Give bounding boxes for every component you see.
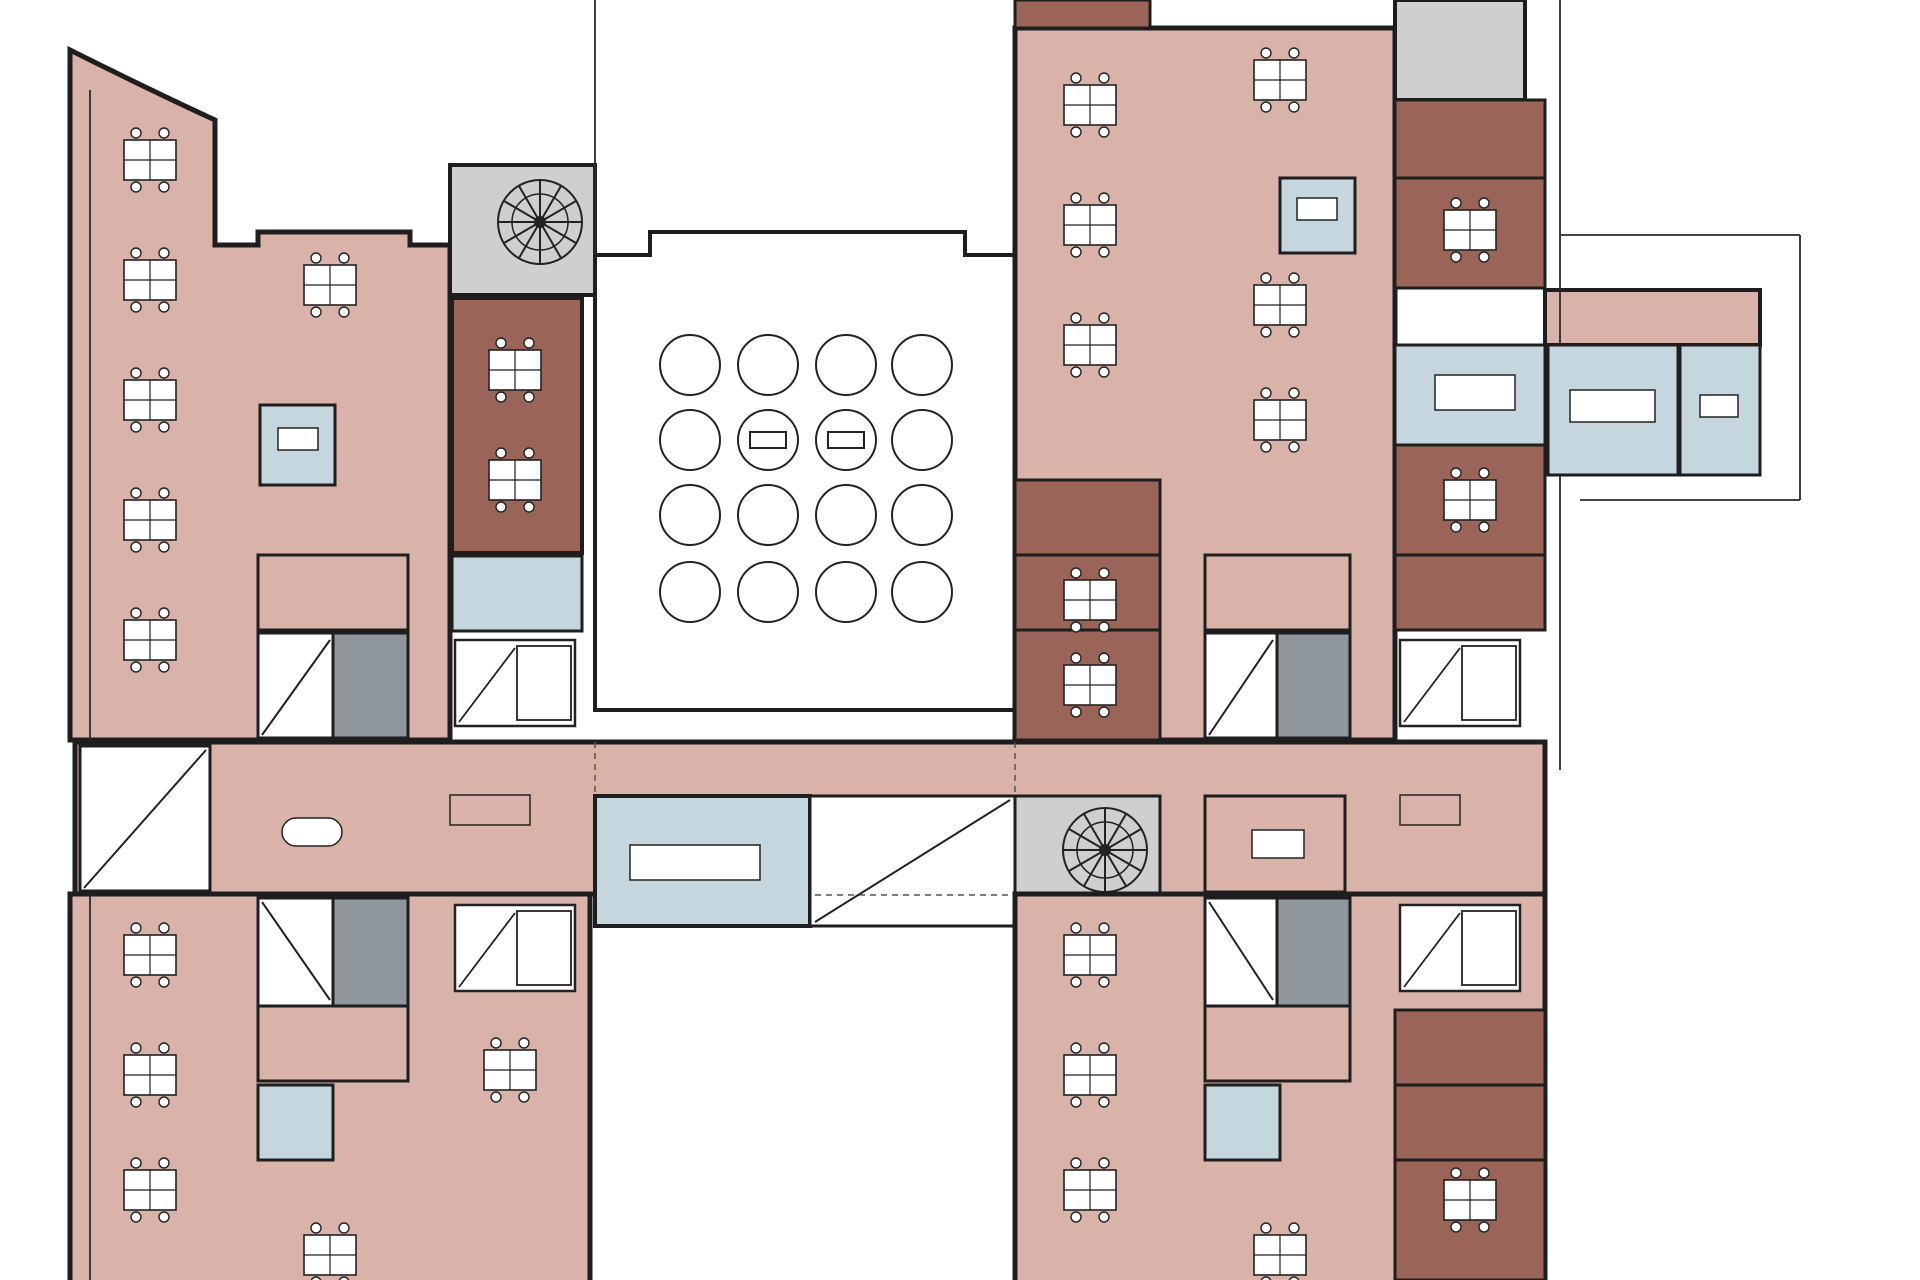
- left-stair-tower[interactable]: [448, 163, 597, 297]
- central-meeting-room[interactable]: [593, 794, 812, 928]
- left-core-north: [256, 553, 577, 740]
- right-meeting-pod[interactable]: [1278, 176, 1357, 255]
- spiral-stair-icon[interactable]: [1062, 807, 1148, 893]
- east-meeting-rooms[interactable]: [1393, 343, 1762, 477]
- right-closed-offices-south[interactable]: [1393, 1008, 1547, 1280]
- right-closed-offices-west[interactable]: [1013, 478, 1162, 742]
- central-atrium: [593, 0, 1017, 712]
- right-stair-tower[interactable]: [1393, 0, 1527, 102]
- right-core-south: [1203, 896, 1522, 1162]
- lift-icon[interactable]: [453, 638, 577, 728]
- left-closed-office[interactable]: [450, 296, 584, 555]
- spiral-stair-icon[interactable]: [497, 179, 583, 265]
- left-meeting-strip[interactable]: [450, 554, 584, 633]
- corridor-small-meeting[interactable]: [1203, 794, 1347, 894]
- lift-icon[interactable]: [1398, 903, 1522, 993]
- central-ramp: [808, 794, 1017, 928]
- lift-icon[interactable]: [1398, 638, 1522, 728]
- column-grid: [659, 334, 953, 623]
- right-core-north: [1203, 553, 1522, 740]
- lift-icon[interactable]: [453, 903, 577, 993]
- left-core-south: [256, 896, 577, 1162]
- right-closed-offices-east[interactable]: [1393, 98, 1547, 632]
- left-meeting-pod: [258, 403, 337, 487]
